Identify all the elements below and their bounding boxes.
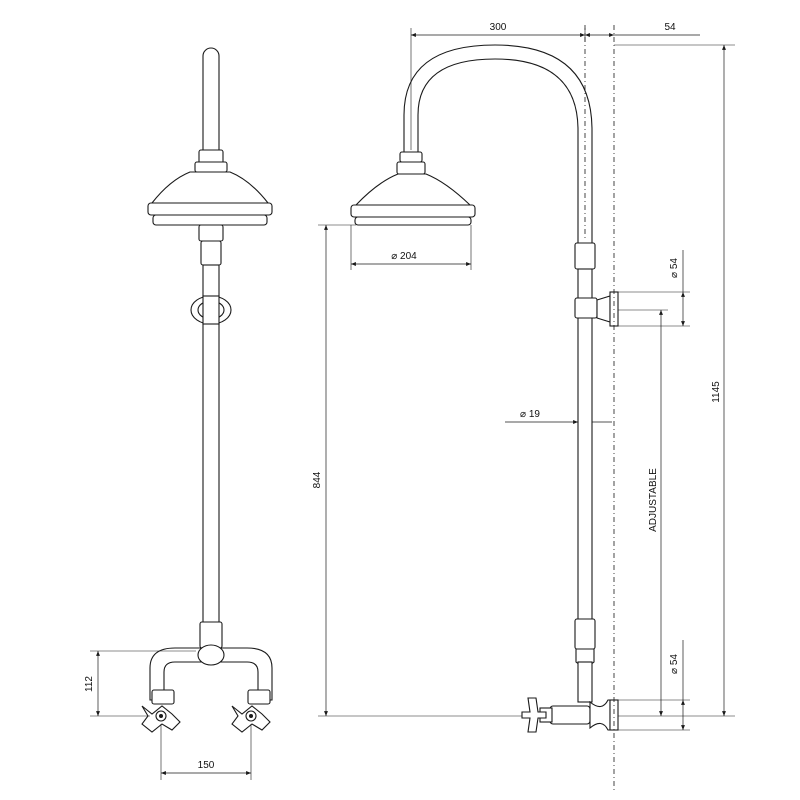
side-rose-head	[354, 173, 472, 206]
side-mixer-flange	[589, 699, 611, 731]
side-gooseneck-arm	[403, 44, 593, 246]
front-view: 112 150	[84, 47, 273, 780]
front-rose-face	[152, 214, 268, 226]
side-rose-rim	[350, 204, 476, 218]
front-right-cross-handle	[231, 689, 271, 733]
side-head-collar	[396, 161, 426, 175]
riser-diameter-label: ⌀ 19	[520, 409, 540, 420]
front-rose-head	[150, 171, 270, 204]
total-height-label: 1145	[711, 381, 722, 403]
arm-reach-label: 300	[490, 22, 507, 33]
mixer-centres-label: 150	[198, 760, 215, 771]
side-riser-pipe	[577, 268, 593, 622]
wall-offset-label: 54	[664, 22, 676, 33]
side-view: 300 54 1145 844 ⌀ 204 ⌀ 54 ⌀ 19 ADJ	[312, 22, 735, 790]
side-riser-to-mixer	[577, 661, 593, 703]
bracket-upper-label: ⌀ 54	[669, 258, 680, 278]
side-head-joint	[399, 151, 423, 163]
side-bracket-clamp	[574, 297, 598, 319]
head-diameter-label: ⌀ 204	[391, 251, 417, 262]
side-rose-face	[354, 216, 472, 226]
mixer-height-label: 112	[84, 676, 95, 692]
bracket-lower-label: ⌀ 54	[669, 654, 680, 674]
side-riser-lower-sleeve	[574, 618, 596, 650]
front-riser-top-joint	[198, 224, 224, 242]
front-lower-sleeve	[199, 621, 223, 649]
front-riser-sleeve	[200, 240, 222, 266]
front-head-collar	[194, 161, 228, 173]
side-cross-handle	[521, 697, 547, 733]
front-rose-rim	[147, 202, 273, 216]
side-riser-upper-sleeve	[574, 242, 596, 270]
head-height-label: 844	[312, 471, 323, 488]
side-mixer-body	[549, 705, 591, 725]
front-top-pipe	[202, 47, 220, 161]
front-left-cross-handle	[141, 689, 181, 733]
side-bracket-arm	[596, 295, 611, 323]
adjustable-label: ADJUSTABLE	[648, 468, 659, 532]
front-riser-through-bracket	[202, 295, 220, 325]
front-mixer-centre-union	[197, 644, 225, 666]
